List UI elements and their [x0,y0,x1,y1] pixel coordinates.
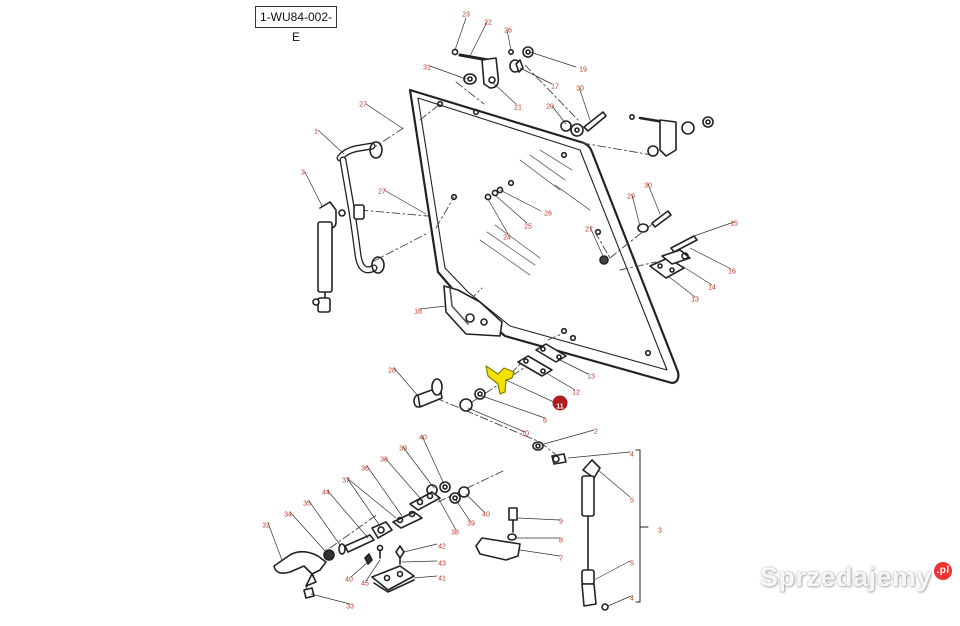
pivot-pin-part-28 [413,378,486,412]
callout-10: 10 [521,431,529,438]
callout-38: 38 [451,530,459,537]
callout-41: 41 [438,576,446,583]
drawing-reference-code: 1-WU84-002-E [255,6,337,44]
callout-44: 44 [322,490,330,497]
callout-19: 19 [579,67,587,74]
callout-31: 31 [423,65,431,72]
callout-23: 23 [462,12,470,19]
callout-14: 14 [708,285,716,292]
strap-plates-part-12-13 [517,343,567,377]
callout-1: 1 [314,129,318,136]
callout-30: 30 [644,183,652,190]
callout-33: 33 [346,604,354,611]
gas-strut-lower-part-3 [532,441,649,611]
callout-5: 5 [630,561,634,568]
watermark: Sprzedajemy.pl [760,562,953,593]
callout-21: 21 [514,105,522,112]
latch-bracket-part-18 [443,285,503,337]
callout-42: 42 [438,544,446,551]
callout-26: 26 [544,211,552,218]
callout-8: 8 [559,538,563,545]
callout-39: 39 [467,521,475,528]
callout-28: 28 [388,368,396,375]
callout-30: 30 [576,86,584,93]
callout-3: 3 [301,170,305,177]
callout-27: 27 [359,102,367,109]
callout-43: 43 [438,561,446,568]
callout-40: 40 [419,435,427,442]
callout-marker-11 [552,395,568,411]
watermark-suffix: .pl [934,562,953,580]
callout-40: 40 [345,577,353,584]
callout-16: 16 [728,269,736,276]
callout-leaders [267,17,735,607]
callout-2: 2 [594,429,598,436]
callout-9: 9 [559,519,563,526]
callout-26: 26 [504,28,512,35]
callout-27: 27 [378,189,386,196]
callout-32: 32 [262,523,270,530]
callout-15: 15 [730,221,738,228]
callout-20: 20 [546,104,554,111]
callout-36: 36 [361,466,369,473]
callout-13: 13 [691,297,699,304]
grab-handle-part-1 [336,141,385,274]
callout-6: 6 [543,418,547,425]
callout-7: 7 [559,556,563,563]
callout-38: 38 [380,457,388,464]
callout-37: 37 [342,478,350,485]
callout-24: 24 [503,235,511,242]
callout-12: 12 [572,390,580,397]
lower-latch-hardware [273,481,521,599]
callout-4: 4 [630,596,634,603]
callout-40: 40 [482,512,490,519]
callout-39: 39 [399,446,407,453]
callout-45: 45 [361,581,369,588]
callout-4: 4 [630,452,634,459]
callout-13: 13 [587,374,595,381]
callout-3: 3 [658,528,662,535]
callout-35: 35 [303,501,311,508]
gas-strut-left-part-3 [312,201,346,313]
frame-bolts-upper-right [560,111,714,157]
watermark-text: Sprzedajemy [760,562,933,592]
callout-22: 22 [484,20,492,27]
callout-11: 11 [556,404,564,411]
upper-hinge-hardware [451,46,534,89]
window-glass-panel [408,88,680,385]
callout-34: 34 [284,512,292,519]
callout-17: 17 [551,84,559,91]
callout-29: 29 [627,194,635,201]
right-bracket-hardware [484,186,698,279]
callout-25: 25 [524,224,532,231]
callout-27: 27 [585,227,593,234]
callout-18: 18 [414,309,422,316]
callout-5: 5 [630,498,634,505]
